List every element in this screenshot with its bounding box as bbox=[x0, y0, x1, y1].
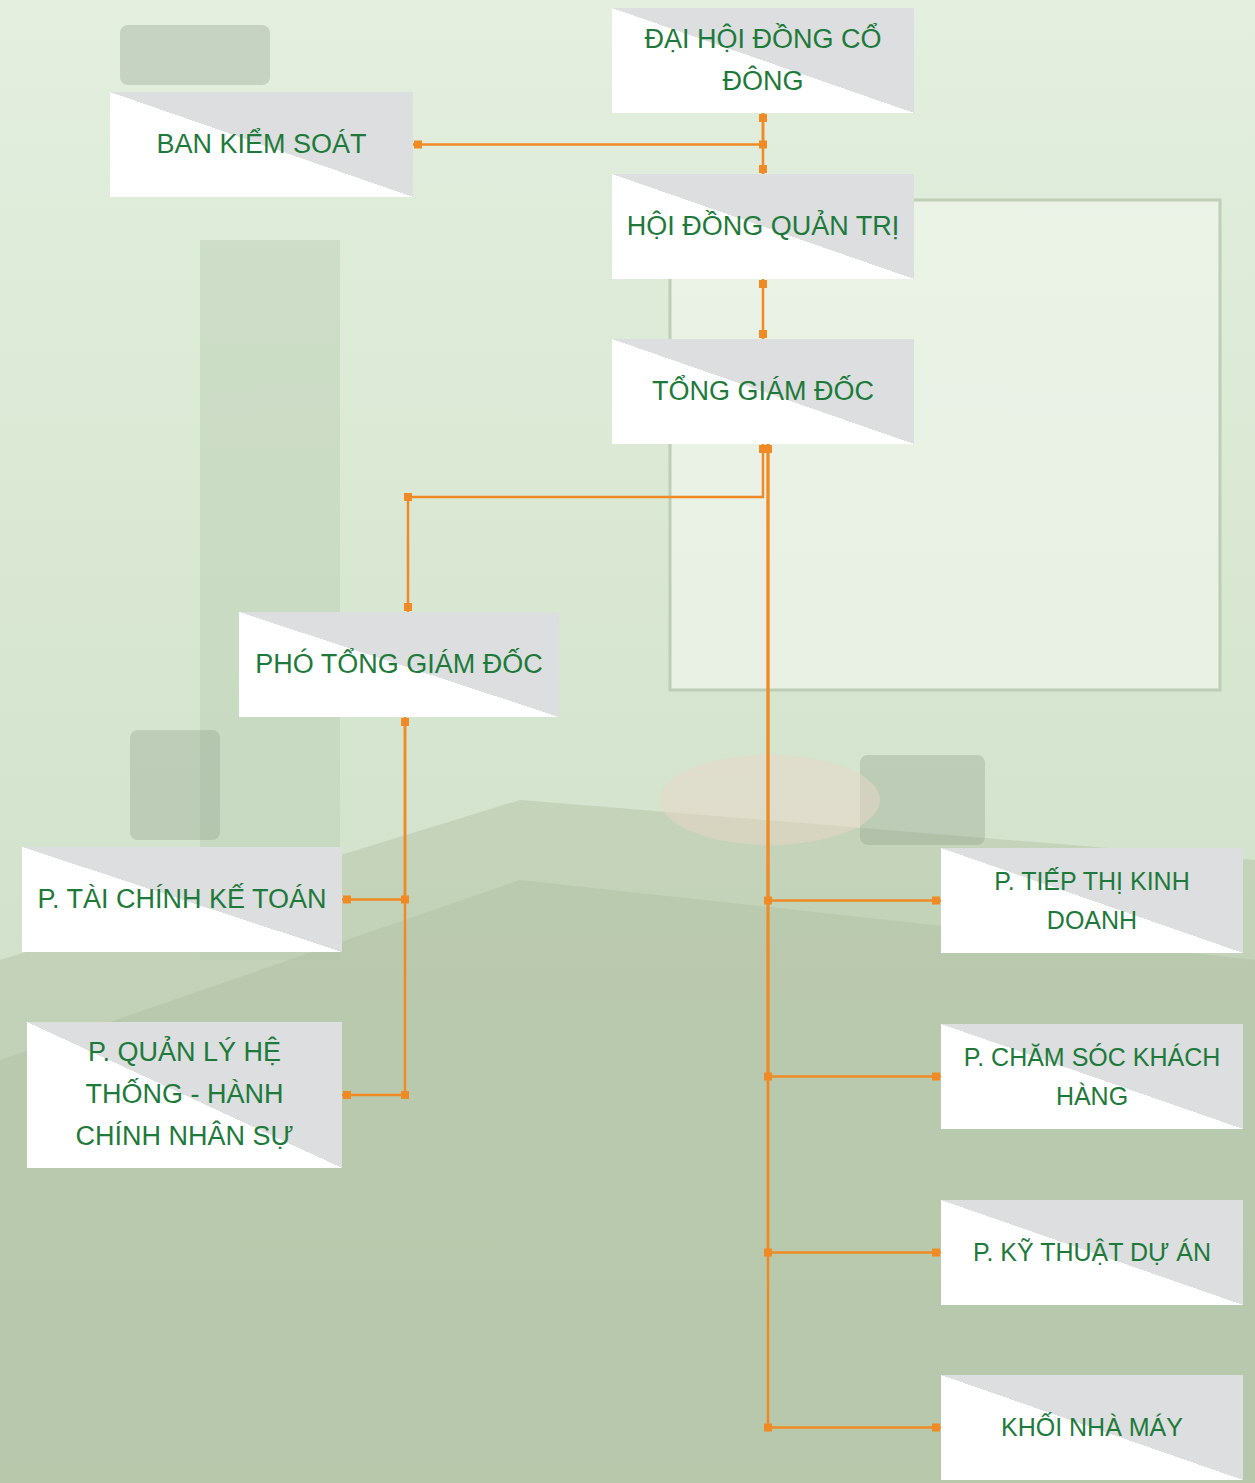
joint-dot bbox=[932, 1424, 940, 1432]
joint-dot bbox=[759, 114, 767, 122]
projector bbox=[120, 25, 270, 85]
box-label: BAN KIỂM SOÁT bbox=[156, 124, 366, 166]
connector-line bbox=[342, 717, 405, 900]
joint-dot bbox=[343, 896, 351, 904]
joint-dot bbox=[401, 1091, 409, 1099]
joint-dot bbox=[759, 280, 767, 288]
connector-line bbox=[762, 113, 765, 174]
box-label: KHỐI NHÀ MÁY bbox=[1001, 1408, 1183, 1447]
box-label: PHÓ TỔNG GIÁM ĐỐC bbox=[255, 644, 543, 686]
connector-line bbox=[408, 444, 763, 612]
connector-line bbox=[413, 113, 763, 145]
connector-line bbox=[768, 444, 941, 901]
meeting-table bbox=[0, 800, 1255, 1483]
box-label: P. TÀI CHÍNH KẾ TOÁN bbox=[37, 879, 326, 921]
box-label: P. CHĂM SÓC KHÁCH HÀNG bbox=[955, 1038, 1229, 1116]
joint-dot bbox=[343, 1091, 351, 1099]
joint-dot bbox=[404, 603, 412, 611]
joint-dot bbox=[764, 1424, 772, 1432]
org-connector bbox=[342, 717, 409, 1099]
chair bbox=[130, 730, 220, 840]
org-box: ĐẠI HỘI ĐỒNG CỔ ĐÔNG bbox=[612, 8, 914, 113]
joint-dot bbox=[759, 165, 767, 173]
org-box: P. KỸ THUẬT DỰ ÁN bbox=[941, 1200, 1243, 1305]
joint-dot bbox=[932, 1249, 940, 1257]
org-box: P. TIẾP THỊ KINH DOANH bbox=[941, 848, 1243, 953]
flower-arrangement bbox=[660, 755, 880, 845]
org-connector bbox=[413, 113, 767, 149]
org-connector bbox=[404, 444, 767, 612]
org-box: P. QUẢN LÝ HỆ THỐNG - HÀNH CHÍNH NHÂN SỰ bbox=[27, 1022, 342, 1168]
box-label: ĐẠI HỘI ĐỒNG CỔ ĐÔNG bbox=[626, 19, 900, 103]
joint-dot bbox=[764, 445, 772, 453]
joint-dot bbox=[759, 330, 767, 338]
org-box: BAN KIỂM SOÁT bbox=[110, 92, 413, 197]
org-box: HỘI ĐỒNG QUẢN TRỊ bbox=[612, 174, 914, 279]
box-label: P. TIẾP THỊ KINH DOANH bbox=[955, 862, 1229, 940]
org-box: TỔNG GIÁM ĐỐC bbox=[612, 339, 914, 444]
connector-line bbox=[768, 444, 941, 1077]
org-connector bbox=[759, 113, 767, 174]
org-box: PHÓ TỔNG GIÁM ĐỐC bbox=[239, 612, 559, 717]
org-connector bbox=[764, 444, 941, 1432]
org-box: P. TÀI CHÍNH KẾ TOÁN bbox=[22, 847, 342, 952]
org-box: P. CHĂM SÓC KHÁCH HÀNG bbox=[941, 1024, 1243, 1129]
joint-dot bbox=[764, 445, 772, 453]
org-box: KHỐI NHÀ MÁY bbox=[941, 1375, 1243, 1480]
joint-dot bbox=[401, 718, 409, 726]
connector-line bbox=[342, 717, 405, 1095]
table-surface bbox=[0, 880, 1255, 1483]
joint-dot bbox=[759, 114, 767, 122]
box-label: P. KỸ THUẬT DỰ ÁN bbox=[973, 1233, 1211, 1272]
joint-dot bbox=[932, 1073, 940, 1081]
org-connector bbox=[759, 279, 767, 339]
org-connector bbox=[764, 444, 941, 1081]
joint-dot bbox=[401, 718, 409, 726]
joint-dot bbox=[414, 141, 422, 149]
org-connector bbox=[764, 444, 941, 905]
joint-dot bbox=[764, 445, 772, 453]
box-label: HỘI ĐỒNG QUẢN TRỊ bbox=[627, 206, 900, 248]
org-connector bbox=[764, 444, 941, 1257]
connector-line bbox=[768, 444, 941, 1428]
joint-dot bbox=[932, 897, 940, 905]
box-label: TỔNG GIÁM ĐỐC bbox=[652, 371, 874, 413]
org-connector bbox=[342, 717, 409, 904]
connector-line bbox=[768, 444, 941, 1253]
joint-dot bbox=[764, 445, 772, 453]
joint-dot bbox=[404, 493, 412, 501]
box-label: P. QUẢN LÝ HỆ THỐNG - HÀNH CHÍNH NHÂN SỰ bbox=[41, 1032, 328, 1158]
